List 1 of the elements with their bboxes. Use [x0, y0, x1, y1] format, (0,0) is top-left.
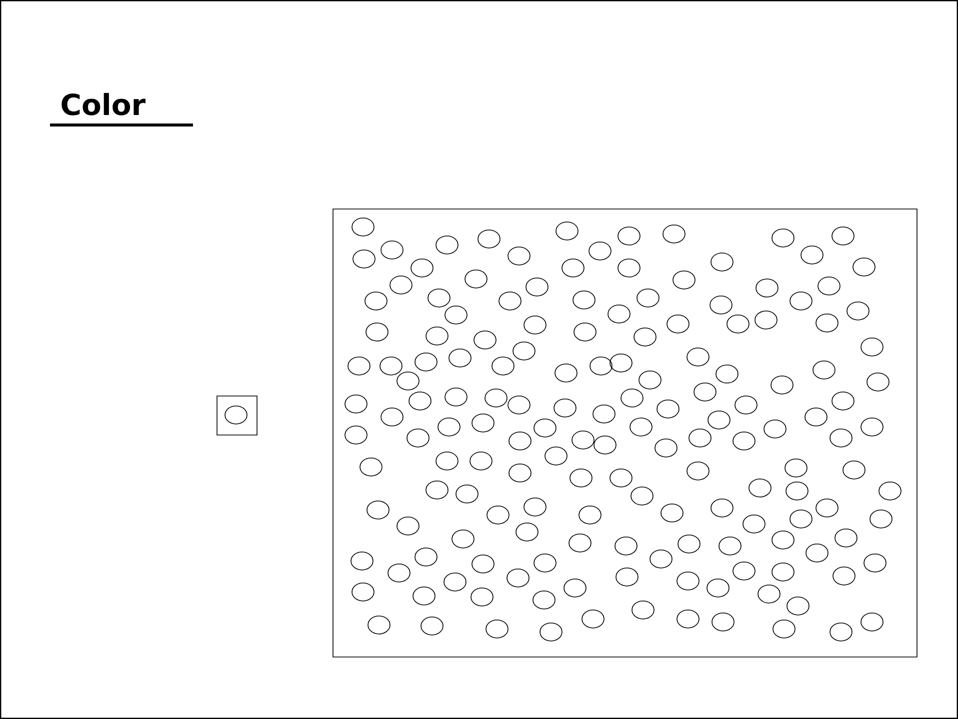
- slide-title: Color: [62, 92, 146, 116]
